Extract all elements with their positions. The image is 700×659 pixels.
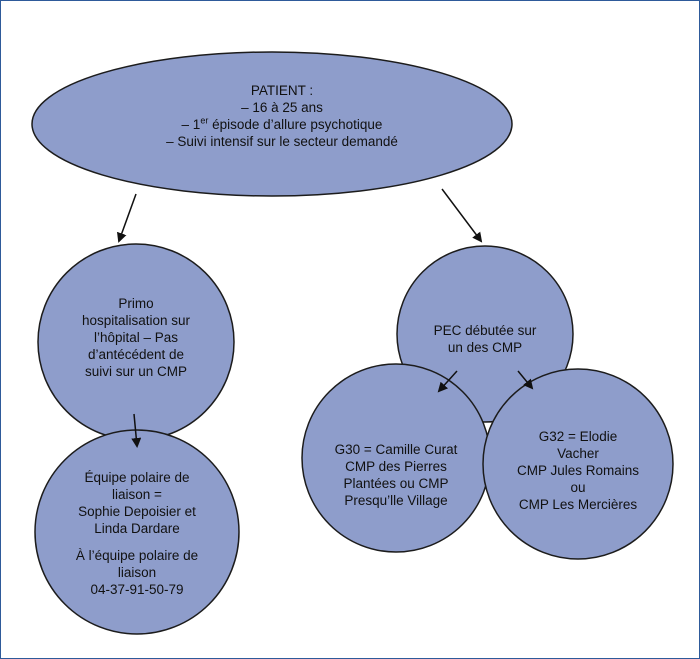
pec-line: PEC débutée sur [433, 323, 537, 338]
patient-age-criterion: – 16 à 25 ans [241, 100, 323, 115]
g30-line: G30 = Camille Curat [334, 442, 458, 457]
g30-line: Plantées ou CMP [343, 476, 449, 491]
primo-line: Primo [118, 296, 154, 311]
arrow-patient-to-pec [441, 188, 483, 243]
pec-label: PEC débutée sur un des CMP [400, 322, 570, 356]
g32-line: Vacher [557, 446, 599, 461]
equipe-line: Linda Dardare [94, 521, 180, 536]
arrow-primo-to-equipe [131, 413, 142, 448]
equipe-phone: 04-37-91-50-79 [90, 582, 184, 597]
patient-episode-criterion: – 1er épisode d’allure psychotique [181, 115, 383, 132]
g30-line: CMP des Pierres [345, 459, 447, 474]
equipe-polaire-node [34, 429, 240, 635]
equipe-label: Équipe polaire de liaison = Sophie Depoi… [42, 469, 232, 598]
g32-node [482, 368, 674, 560]
arrow-pec-to-g32 [517, 370, 534, 390]
patient-title: PATIENT : [250, 83, 314, 98]
g32-line: CMP Jules Romains [516, 463, 640, 478]
patient-node [31, 51, 513, 197]
equipe-line: Sophie Depoisier et [78, 504, 196, 519]
g32-line: G32 = Elodie [538, 429, 618, 444]
g32-line: ou [570, 480, 586, 495]
g32-label: G32 = Elodie Vacher CMP Jules Romains ou… [498, 428, 658, 513]
primo-label: Primo hospitalisation sur l’hôpital – Pa… [46, 295, 226, 380]
primo-line: hospitalisation sur [81, 313, 191, 328]
equipe-line: Équipe polaire de [84, 470, 190, 485]
g32-line: CMP Les Mercières [518, 497, 638, 512]
patient-label: PATIENT : – 16 à 25 ans – 1er épisode d’… [132, 82, 432, 150]
equipe-line: À l’équipe polaire de [75, 548, 199, 563]
arrow-patient-to-primo [117, 193, 137, 243]
arrow-pec-to-g30 [437, 370, 458, 393]
pec-line: un des CMP [447, 340, 523, 355]
primo-line: suivi sur un CMP [84, 364, 188, 379]
equipe-line: liaison [117, 565, 157, 580]
g30-label: G30 = Camille Curat CMP des Pierres Plan… [316, 441, 476, 509]
patient-suivi-criterion: – Suivi intensif sur le secteur demandé [166, 134, 398, 149]
g30-line: Presqu’lle Village [344, 493, 448, 508]
equipe-line: liaison = [112, 487, 162, 502]
primo-line: d’antécédent de [87, 347, 185, 362]
primo-line: l’hôpital – Pas [93, 330, 179, 345]
